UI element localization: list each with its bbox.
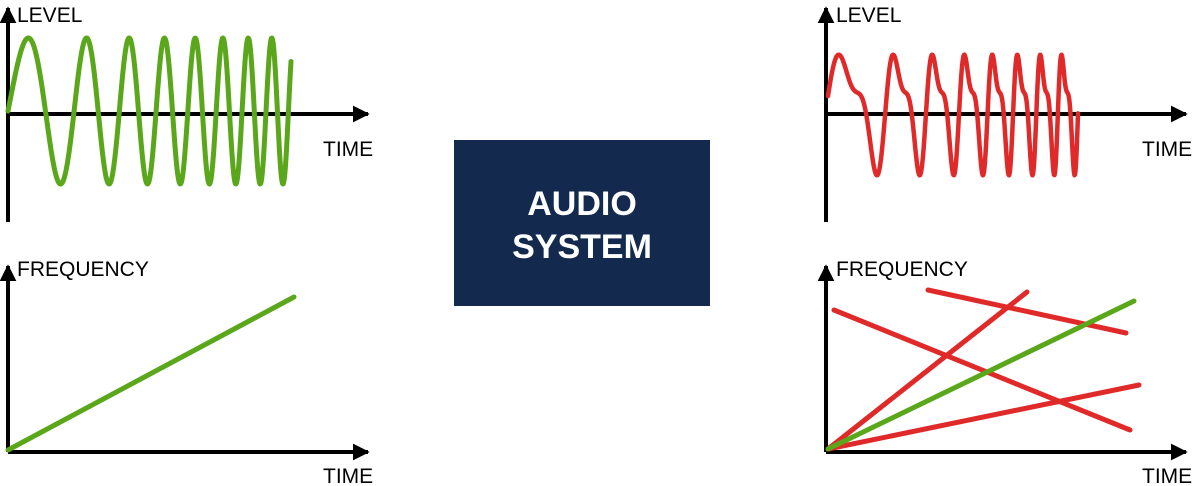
audio-system-box-background [454, 140, 710, 306]
input-level-y-label: LEVEL [17, 4, 82, 27]
output-frequency-sweep-line [825, 298, 1137, 452]
audio-system-label-line2: SYSTEM [512, 228, 652, 266]
input-frequency-y-label: FREQUENCY [17, 258, 149, 281]
input-frequency-sweep-line [5, 294, 297, 453]
output-level-distorted-waveform [825, 52, 1081, 178]
output-frequency-distortion-line [825, 382, 1142, 452]
audio-system-box: AUDIO SYSTEM [454, 140, 710, 306]
output-frequency-plot: FREQUENCY TIME [817, 258, 1192, 486]
output-frequency-distortion-line [831, 307, 1133, 433]
output-level-y-label: LEVEL [836, 4, 901, 27]
output-frequency-y-label: FREQUENCY [836, 258, 968, 281]
input-level-plot: LEVEL TIME [0, 4, 373, 222]
output-level-plot: LEVEL TIME [817, 4, 1192, 222]
audio-system-label-line1: AUDIO [527, 185, 637, 223]
output-level-x-label: TIME [1142, 138, 1192, 161]
input-level-waveform [5, 35, 294, 187]
input-frequency-x-label: TIME [323, 465, 373, 486]
output-frequency-x-label: TIME [1142, 465, 1192, 486]
input-frequency-plot: FREQUENCY TIME [0, 258, 373, 486]
output-frequency-distortion-line [825, 289, 1030, 452]
input-level-x-label: TIME [323, 138, 373, 161]
output-frequency-distortion-line [925, 287, 1129, 336]
